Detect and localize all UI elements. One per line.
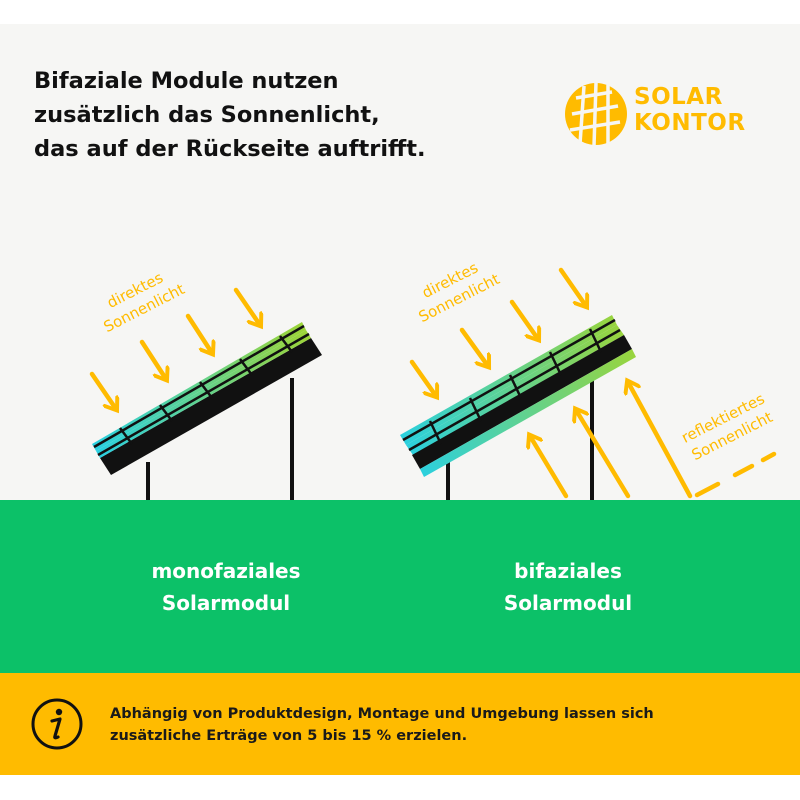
reflected-arrow <box>576 410 631 499</box>
headline-line-1: Bifaziale Module nutzen <box>34 68 339 94</box>
monofacial-label-line-1: monofaziales <box>151 559 301 583</box>
logo-line-1: SOLAR <box>634 84 723 110</box>
ground-area <box>0 500 800 673</box>
monofacial-label: monofaziales Solarmodul <box>96 555 356 619</box>
headline-line-2: zusätzlich das Sonnenlicht, <box>34 102 380 128</box>
sunlight-arrow <box>89 371 116 409</box>
sunlight-arrow <box>558 267 586 306</box>
info-footer <box>0 673 800 775</box>
bifacial-label-line-2: Solarmodul <box>503 591 633 615</box>
sunlight-arrow <box>409 359 436 396</box>
solar-panel-sun-logo-icon <box>565 82 627 147</box>
sunlight-arrow <box>233 287 260 325</box>
bifacial-label-line-1: bifaziales <box>514 559 622 583</box>
monofacial-module <box>92 322 322 500</box>
monofacial-label-line-2: Solarmodul <box>161 591 291 615</box>
info-icon <box>31 698 83 750</box>
bifacial-module <box>400 315 636 500</box>
sunlight-arrow <box>459 327 488 366</box>
panel-surface-back <box>420 349 636 477</box>
sunlight-arrow <box>139 339 166 379</box>
logo-line-2: KONTOR <box>634 110 746 136</box>
footer-note: Abhängig von Produktdesign, Montage und … <box>110 703 710 747</box>
reflection-dashes <box>694 451 777 498</box>
footer-note-line-1: Abhängig von Produktdesign, Montage und … <box>110 706 654 722</box>
sunlight-arrow <box>185 313 212 353</box>
reflected-arrow <box>530 436 569 499</box>
sunlight-arrow <box>509 299 538 339</box>
panel-frame <box>100 338 322 475</box>
logo-wordmark: SOLAR KONTOR <box>634 84 746 136</box>
reflected-arrow <box>628 382 693 499</box>
footer-note-line-2: zusätzliche Erträge von 5 bis 15 % erzie… <box>110 728 468 744</box>
bifacial-label: bifaziales Solarmodul <box>438 555 698 619</box>
headline-line-3: das auf der Rückseite auftrifft. <box>34 136 426 162</box>
solar-kontor-logo: SOLAR KONTOR <box>560 78 770 148</box>
headline: Bifaziale Module nutzen zusätzlich das S… <box>34 64 474 166</box>
panel-frame <box>412 335 632 469</box>
